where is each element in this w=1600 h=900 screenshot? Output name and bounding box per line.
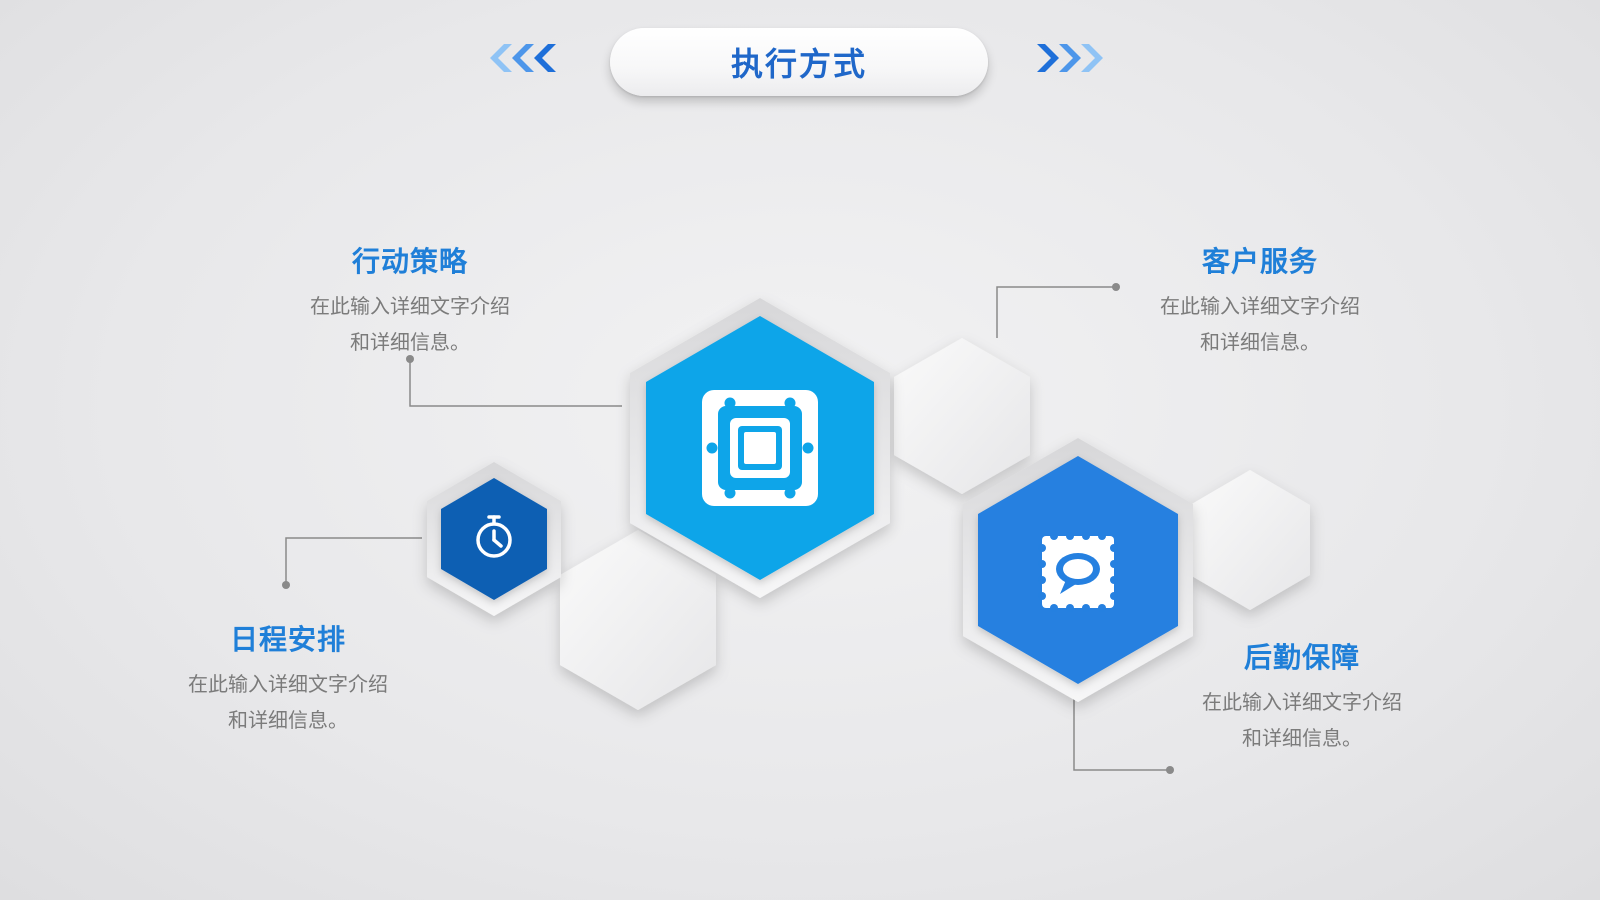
- item-schedule: 日程安排 在此输入详细文字介绍 和详细信息。: [158, 618, 418, 738]
- decor-hexagons: [560, 338, 1310, 710]
- connector-dots: [282, 283, 1174, 774]
- item-heading: 客户服务: [1201, 245, 1318, 278]
- chevrons-left-icon: [490, 44, 556, 72]
- chevrons-right-icon: [1037, 44, 1103, 72]
- item-service: 客户服务 在此输入详细文字介绍 和详细信息。: [1130, 240, 1390, 360]
- item-heading: 日程安排: [229, 623, 346, 656]
- stopwatch-icon: [476, 515, 512, 558]
- item-desc-line1: 在此输入详细文字介绍: [1160, 294, 1360, 318]
- frame-icon: [702, 390, 818, 506]
- item-desc-line1: 在此输入详细文字介绍: [310, 294, 510, 318]
- item-desc-line1: 在此输入详细文字介绍: [188, 672, 388, 696]
- item-desc-line2: 和详细信息。: [1200, 330, 1320, 354]
- page-title: 执行方式: [730, 45, 867, 83]
- item-heading: 行动策略: [351, 245, 468, 278]
- item-heading: 后勤保障: [1243, 641, 1360, 674]
- item-strategy: 行动策略 在此输入详细文字介绍 和详细信息。: [280, 240, 540, 360]
- connector-lines: [285, 286, 1170, 771]
- title-pill: 执行方式: [610, 28, 988, 96]
- item-desc-line2: 和详细信息。: [1242, 726, 1362, 750]
- item-desc-line1: 在此输入详细文字介绍: [1202, 690, 1402, 714]
- item-desc-line2: 和详细信息。: [350, 330, 470, 354]
- chat-stamp-icon: [1038, 532, 1118, 612]
- item-desc-line2: 和详细信息。: [228, 708, 348, 732]
- item-logistics: 后勤保障 在此输入详细文字介绍 和详细信息。: [1172, 636, 1432, 756]
